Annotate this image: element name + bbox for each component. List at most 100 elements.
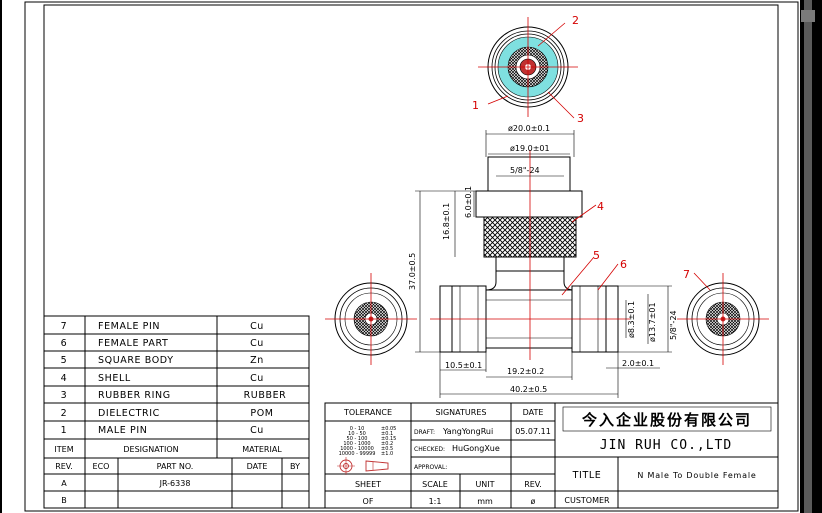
header-designation: DESIGNATION <box>123 445 178 454</box>
tolerance-rows: 0 - 10 ±0.05 10 - 50 ±0.1 50 - 100 ±0.15… <box>339 426 397 457</box>
rev-header-rev: REV. <box>55 462 73 471</box>
part-material: Cu <box>250 425 264 436</box>
part-name: FEMALE PART <box>98 338 168 349</box>
part-material: Cu <box>250 321 264 332</box>
unit-value: mm <box>477 497 493 506</box>
dim-outer-diameter: ø20.0±0.1 <box>508 124 550 133</box>
parts-rows: 7 FEMALE PIN Cu 6 FEMALE PART Cu 5 SQUAR… <box>54 321 287 454</box>
dim-inner-diameter: ø8.3±0.1 <box>627 301 636 338</box>
rev-header-eco: ECO <box>93 462 110 471</box>
tol-range: 10 - 50 <box>348 431 366 437</box>
signatures-date-label: DATE <box>523 408 544 417</box>
dim-upper-height: 16.8±0.1 <box>442 203 451 240</box>
rev-value: ø <box>531 497 536 506</box>
window-scrollbar[interactable] <box>800 0 822 513</box>
title-label: TITLE <box>572 470 602 481</box>
dim-shell-height: 6.0±0.1 <box>464 186 473 218</box>
drawing-sheet: 1 2 3 <box>24 1 799 512</box>
rev-header-partno: PART NO. <box>157 462 194 471</box>
parts-list-table <box>43 315 310 459</box>
rev-row-b: B <box>61 496 67 505</box>
part-material: Cu <box>250 373 264 384</box>
unit-label: UNIT <box>475 480 494 489</box>
signatures-block <box>410 402 556 509</box>
tol-range: 0 - 10 <box>350 426 365 432</box>
dim-thread-right: 5/8"-24 <box>669 310 678 340</box>
revision-table <box>43 457 310 509</box>
part-material: POM <box>250 408 273 419</box>
scrollbar-track[interactable] <box>804 0 812 513</box>
draft-date: 05.07.11 <box>515 427 551 436</box>
part-name: MALE PIN <box>98 425 147 436</box>
dim-total-width: 40.2±0.5 <box>510 385 547 394</box>
tol-range: 1000 - 10000 <box>340 446 374 452</box>
callout-2: 2 <box>572 14 579 27</box>
title-value: N Male To Double Female <box>637 471 756 480</box>
left-end-view <box>325 273 417 365</box>
tol-range: 50 - 100 <box>347 436 368 442</box>
approval-label: APPROVAL: <box>414 464 447 471</box>
tol-value: ±0.5 <box>381 446 393 452</box>
scale-label: SCALE <box>422 480 448 489</box>
part-name: FEMALE PIN <box>98 321 160 332</box>
callout-4: 4 <box>597 200 604 213</box>
rev-header-date: DATE <box>247 462 268 471</box>
part-name: SHELL <box>98 373 131 384</box>
company-name-chinese: 今入企业股份有限公司 <box>581 411 752 429</box>
part-name: DIELECTRIC <box>98 408 160 419</box>
customer-label: CUSTOMER <box>564 496 610 505</box>
part-material: RUBBER <box>244 390 287 401</box>
tol-range: 10000 - 99999 <box>339 451 376 457</box>
third-angle-projection-icon <box>337 457 389 475</box>
part-no: 7 <box>61 321 68 332</box>
dim-left-shoulder: 10.5±0.1 <box>445 361 482 370</box>
dim-total-height: 37.0±0.5 <box>408 253 417 290</box>
dim-mid-diameter: ø13.7±01 <box>648 302 657 342</box>
tol-value: ±0.2 <box>381 441 393 447</box>
company-title-block <box>554 402 779 509</box>
callout-5: 5 <box>593 249 600 262</box>
callout-1: 1 <box>472 99 479 112</box>
tolerance-title: TOLERANCE <box>343 408 392 417</box>
part-no: 2 <box>61 408 68 419</box>
callout-leaders-side <box>561 204 619 296</box>
tol-value: ±0.05 <box>381 426 396 432</box>
t-body-side-view <box>430 150 630 360</box>
sheet-label: SHEET <box>355 480 381 489</box>
tol-value: ±0.1 <box>381 431 393 437</box>
scrollbar-thumb[interactable] <box>801 10 815 22</box>
dim-right-shoulder: 2.0±0.1 <box>622 359 654 368</box>
dim-thread-top: 5/8"-24 <box>510 166 540 175</box>
callout-7: 7 <box>683 268 690 281</box>
company-name-english: JIN RUH CO.,LTD <box>600 438 732 453</box>
callout-leaders-top <box>487 22 575 119</box>
part-no: 6 <box>61 338 68 349</box>
part-no: 1 <box>61 425 68 436</box>
rev-row-a: A <box>61 479 67 488</box>
signatures-title: SIGNATURES <box>436 408 487 417</box>
left-edge <box>0 0 2 513</box>
dimension-lines <box>415 130 672 398</box>
header-item: ITEM <box>54 445 73 454</box>
callout-6: 6 <box>620 258 627 271</box>
rev-part-number: JR-6338 <box>159 479 191 488</box>
draft-name: YangYongRui <box>442 427 493 436</box>
part-no: 5 <box>61 355 68 366</box>
draft-label: DRAFT: <box>414 429 435 436</box>
dim-nut-diameter: ø19.0±01 <box>510 144 550 153</box>
right-end-view <box>677 272 769 365</box>
rev-header-by: BY <box>290 462 300 471</box>
part-material: Zn <box>250 355 264 366</box>
top-end-view <box>478 17 578 117</box>
part-name: SQUARE BODY <box>98 355 174 366</box>
header-material: MATERIAL <box>242 445 282 454</box>
outer-border <box>24 1 799 512</box>
scale-value: 1:1 <box>429 497 442 506</box>
checked-name: HuGongXue <box>452 444 500 453</box>
rev-label: REV. <box>524 480 542 489</box>
tol-range: 100 - 1000 <box>343 441 370 447</box>
checked-label: CHECKED: <box>414 446 445 453</box>
part-material: Cu <box>250 338 264 349</box>
part-no: 3 <box>61 390 68 401</box>
part-no: 4 <box>61 373 68 384</box>
